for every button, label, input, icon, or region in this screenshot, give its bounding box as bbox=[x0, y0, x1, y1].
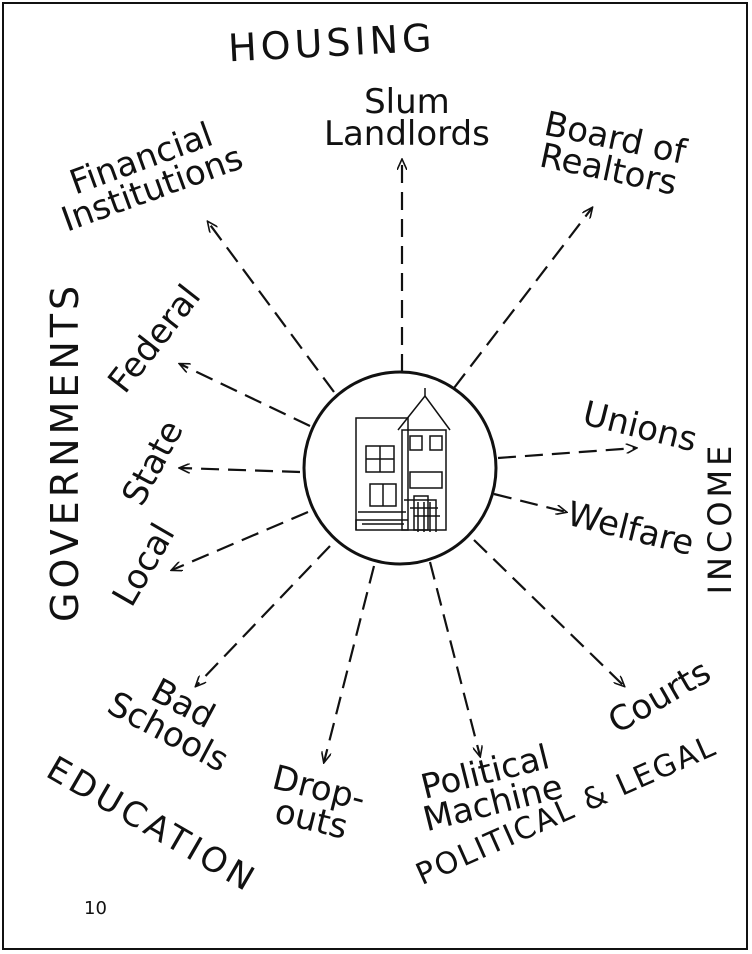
center-circle bbox=[302, 370, 498, 566]
arrow-financial-institutions bbox=[208, 222, 335, 393]
arrow-courts bbox=[473, 539, 624, 686]
category-governments: GOVERNMENTS bbox=[43, 281, 87, 622]
house-icon bbox=[355, 388, 451, 532]
label-landlords: Landlords bbox=[324, 114, 490, 155]
label-slum: Slum bbox=[364, 82, 450, 122]
arrow-dropouts bbox=[324, 565, 376, 762]
arrow-state bbox=[180, 468, 301, 472]
category-income: INCOME bbox=[701, 441, 739, 595]
category-housing: HOUSING bbox=[226, 15, 437, 71]
arrow-local bbox=[172, 510, 309, 570]
arrow-federal bbox=[180, 364, 311, 427]
page-number: 10 bbox=[84, 898, 107, 919]
arrow-board-of-realtors bbox=[453, 208, 592, 389]
arrow-bad-schools bbox=[196, 545, 331, 686]
arrow-political-machine bbox=[428, 561, 480, 756]
arrow-welfare bbox=[493, 492, 566, 512]
arrow-unions bbox=[497, 448, 636, 460]
label-slum-landlords: Slum Landlords bbox=[324, 82, 490, 155]
